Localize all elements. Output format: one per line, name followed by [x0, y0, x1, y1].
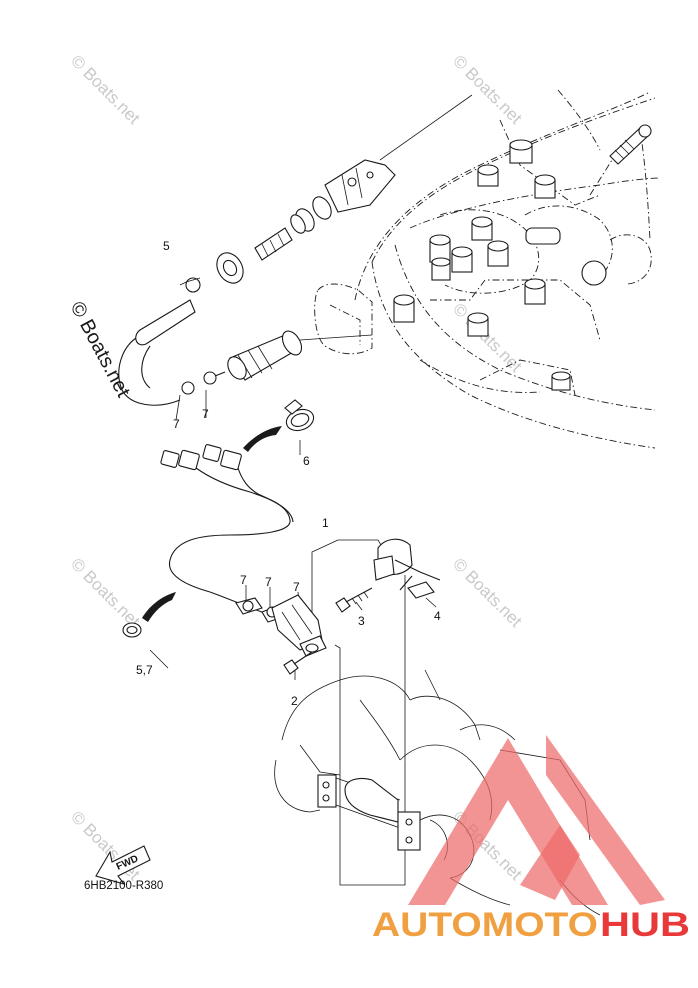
watermark-top-left: © Boats.net: [67, 51, 144, 128]
boss-top: [509, 139, 533, 151]
clip-7a: [203, 371, 217, 385]
watermark-mid-right: © Boats.net: [449, 299, 526, 376]
boss-top: [524, 278, 546, 290]
callout-1: 1: [322, 516, 329, 530]
pickup-body: [181, 330, 303, 395]
wire-harness: [160, 444, 294, 623]
watermark-primary: © Boats.net: [66, 298, 135, 401]
callout-7: 7: [240, 573, 247, 587]
automotohub-wordmark: AUTOMOTO HUB: [372, 906, 690, 944]
automotohub-logo-mark: [408, 735, 665, 905]
watermark-lower-right: © Boats.net: [449, 554, 526, 631]
boss-top: [534, 174, 556, 186]
boss-top: [429, 234, 451, 246]
engine-upper-housing: [314, 89, 661, 449]
callout-5: 5: [163, 239, 170, 253]
boss-top: [477, 164, 499, 176]
bracket-1: [373, 538, 441, 599]
round-boss: [581, 260, 607, 286]
top-right-screw: [609, 124, 652, 165]
callout-5-7: 5,7: [136, 663, 153, 677]
housing-bosses: [393, 139, 607, 391]
clamp-6: [243, 399, 315, 452]
clip-7b: [181, 381, 195, 395]
callout-7: 7: [173, 417, 180, 431]
leader-lines: [149, 94, 473, 886]
watermark-lower-left: © Boats.net: [67, 554, 144, 631]
boss-top: [393, 294, 415, 306]
sensor-bracket: [271, 594, 327, 657]
watermarks: © Boats.net © Boats.net © Boats.net © Bo…: [66, 51, 526, 884]
bolt-2: [283, 651, 313, 675]
hose-clip-5: [185, 277, 201, 293]
diagram-reference-code: 6HB2100-R380: [84, 880, 163, 892]
boss-top: [431, 257, 451, 267]
slot: [525, 227, 561, 245]
sensor-connector-top: [216, 159, 396, 284]
boss-top: [471, 216, 493, 228]
logo-text-hub: HUB: [600, 906, 690, 944]
boss-top: [487, 240, 509, 252]
callout-7: 7: [202, 407, 209, 421]
watermark-top-right: © Boats.net: [449, 51, 526, 128]
callout-2: 2: [291, 694, 298, 708]
callout-6: 6: [303, 454, 310, 468]
callout-4: 4: [434, 609, 441, 623]
callout-7: 7: [293, 580, 300, 594]
bolt-3: [335, 587, 373, 613]
hose: [118, 277, 201, 406]
clip-5-7: [122, 592, 176, 638]
callout-3: 3: [358, 614, 365, 628]
boss-top: [467, 312, 489, 324]
lower-boss-left: [317, 774, 337, 808]
callout-7: 7: [265, 575, 272, 589]
lower-boss-right: [397, 811, 421, 851]
boss-top: [451, 246, 473, 258]
logo-text-automoto: AUTOMOTO: [372, 906, 598, 944]
fwd-arrow: FWD: [95, 845, 151, 885]
callout-numbers: 5 7 7 6 1 7 7 7 3 4 2 5,7: [136, 239, 441, 708]
boss-top: [551, 371, 571, 381]
